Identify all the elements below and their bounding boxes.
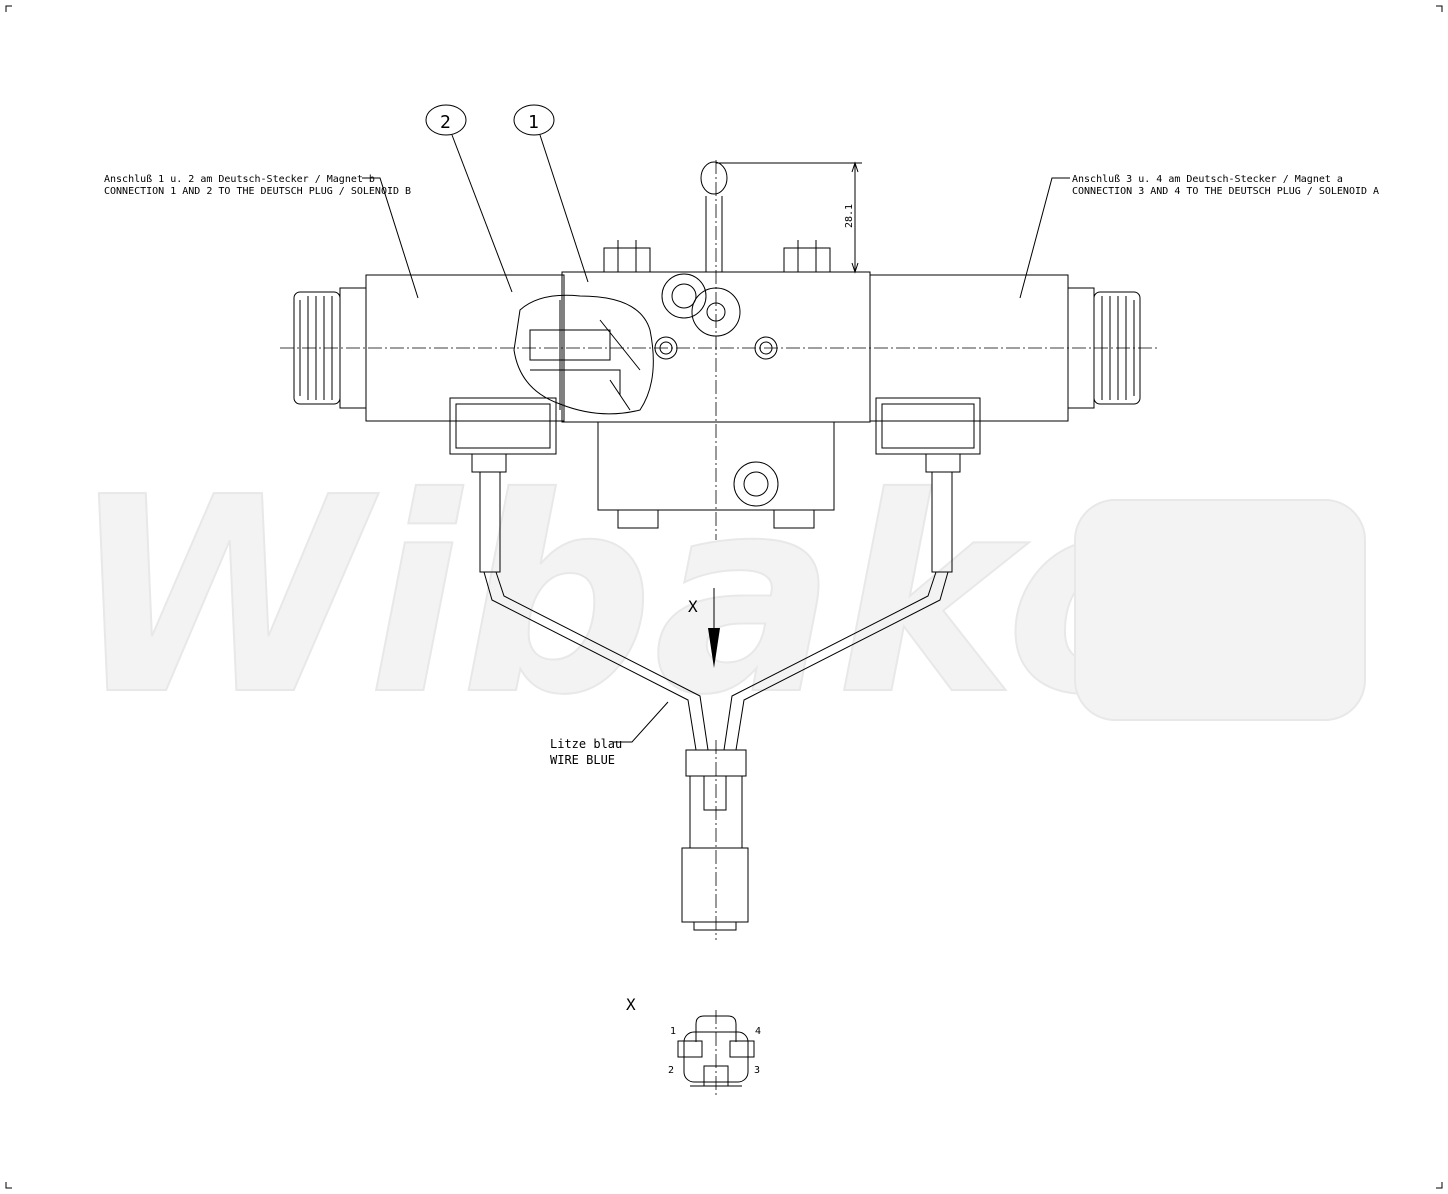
corner-marks <box>5 5 1443 1189</box>
pin-1: 1 <box>670 1026 676 1037</box>
view-arrow-x: X <box>688 588 720 668</box>
svg-text:X: X <box>626 995 636 1014</box>
balloon-2: 2 <box>425 104 513 293</box>
svg-text:1: 1 <box>528 112 539 133</box>
pin-3: 3 <box>754 1065 760 1076</box>
note-right-en: CONNECTION 3 AND 4 TO THE DEUTSCH PLUG /… <box>1072 186 1379 197</box>
note-right-de: Anschluß 3 u. 4 am Deutsch-Stecker / Mag… <box>1072 174 1343 185</box>
svg-text:X: X <box>688 597 698 616</box>
note-wire-en: WIRE BLUE <box>550 753 615 767</box>
pin-4: 4 <box>755 1026 761 1037</box>
svg-text:2: 2 <box>440 112 451 133</box>
svg-text:28.1: 28.1 <box>844 204 855 228</box>
dimension-28-1: 28.1 <box>716 161 862 274</box>
note-wire-de: Litze blau <box>550 737 622 751</box>
watermark-tractor-icon <box>1074 499 1366 721</box>
watermark-logo: Wibako <box>70 439 1191 754</box>
centerlines <box>280 160 1160 1095</box>
note-left-en: CONNECTION 1 AND 2 TO THE DEUTSCH PLUG /… <box>104 186 411 197</box>
view-x-connector-face: X 1 2 3 4 <box>626 995 761 1087</box>
balloon-1: 1 <box>513 104 589 283</box>
pin-2: 2 <box>668 1065 674 1076</box>
note-left-de: Anschluß 1 u. 2 am Deutsch-Stecker / Mag… <box>104 174 375 185</box>
